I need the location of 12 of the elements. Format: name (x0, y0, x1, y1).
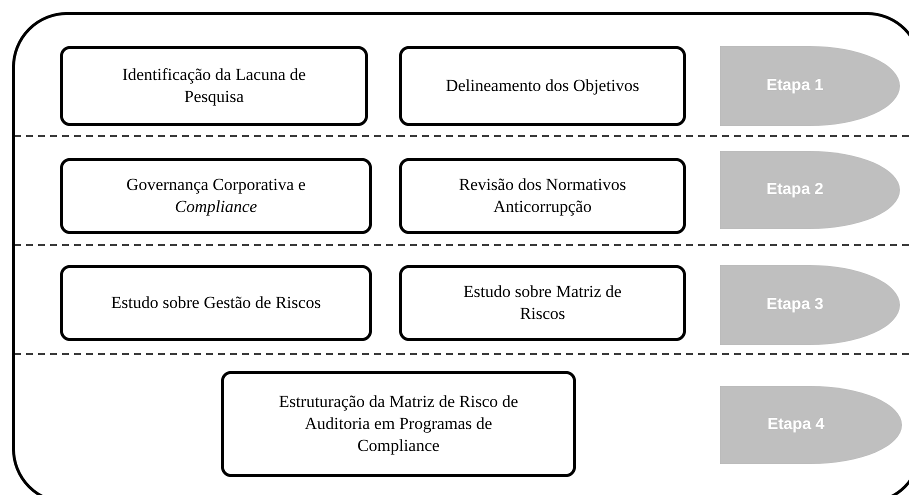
process-box: Governança Corporativa e Compliance (60, 158, 372, 234)
process-box: Revisão dos Normativos Anticorrupção (399, 158, 686, 234)
process-box: Identificação da Lacuna de Pesquisa (60, 46, 368, 126)
stage-tab: Etapa 3 (720, 265, 900, 345)
process-box: Estudo sobre Gestão de Riscos (60, 265, 372, 341)
process-box: Delineamento dos Objetivos (399, 46, 686, 126)
stage-tab: Etapa 4 (720, 386, 902, 464)
stage-tab: Etapa 2 (720, 151, 900, 229)
stage-tab: Etapa 1 (720, 46, 900, 126)
outer-frame (12, 12, 909, 495)
process-box: Estudo sobre Matriz de Riscos (399, 265, 686, 341)
process-box: Estruturação da Matriz de Risco de Auditoria em Programas de Compliance (221, 371, 576, 477)
